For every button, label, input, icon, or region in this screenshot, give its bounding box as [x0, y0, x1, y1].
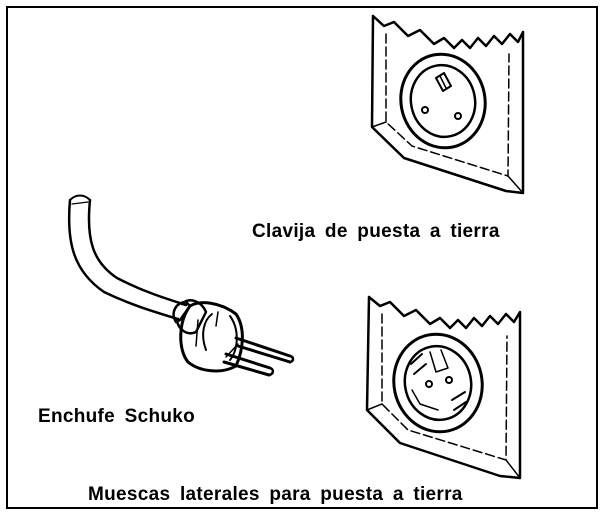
diagram-frame — [6, 6, 598, 509]
earth-pin-socket-caption: Clavija de puesta a tierra — [252, 221, 500, 242]
side-notches-socket-caption: Muescas laterales para puesta a tierra — [88, 484, 463, 505]
side-notches-socket-illustration — [365, 295, 522, 480]
earth-pin-socket-illustration — [370, 14, 525, 195]
schuko-plug-illustration — [67, 194, 295, 377]
schuko-plug-caption: Enchufe Schuko — [38, 406, 196, 427]
